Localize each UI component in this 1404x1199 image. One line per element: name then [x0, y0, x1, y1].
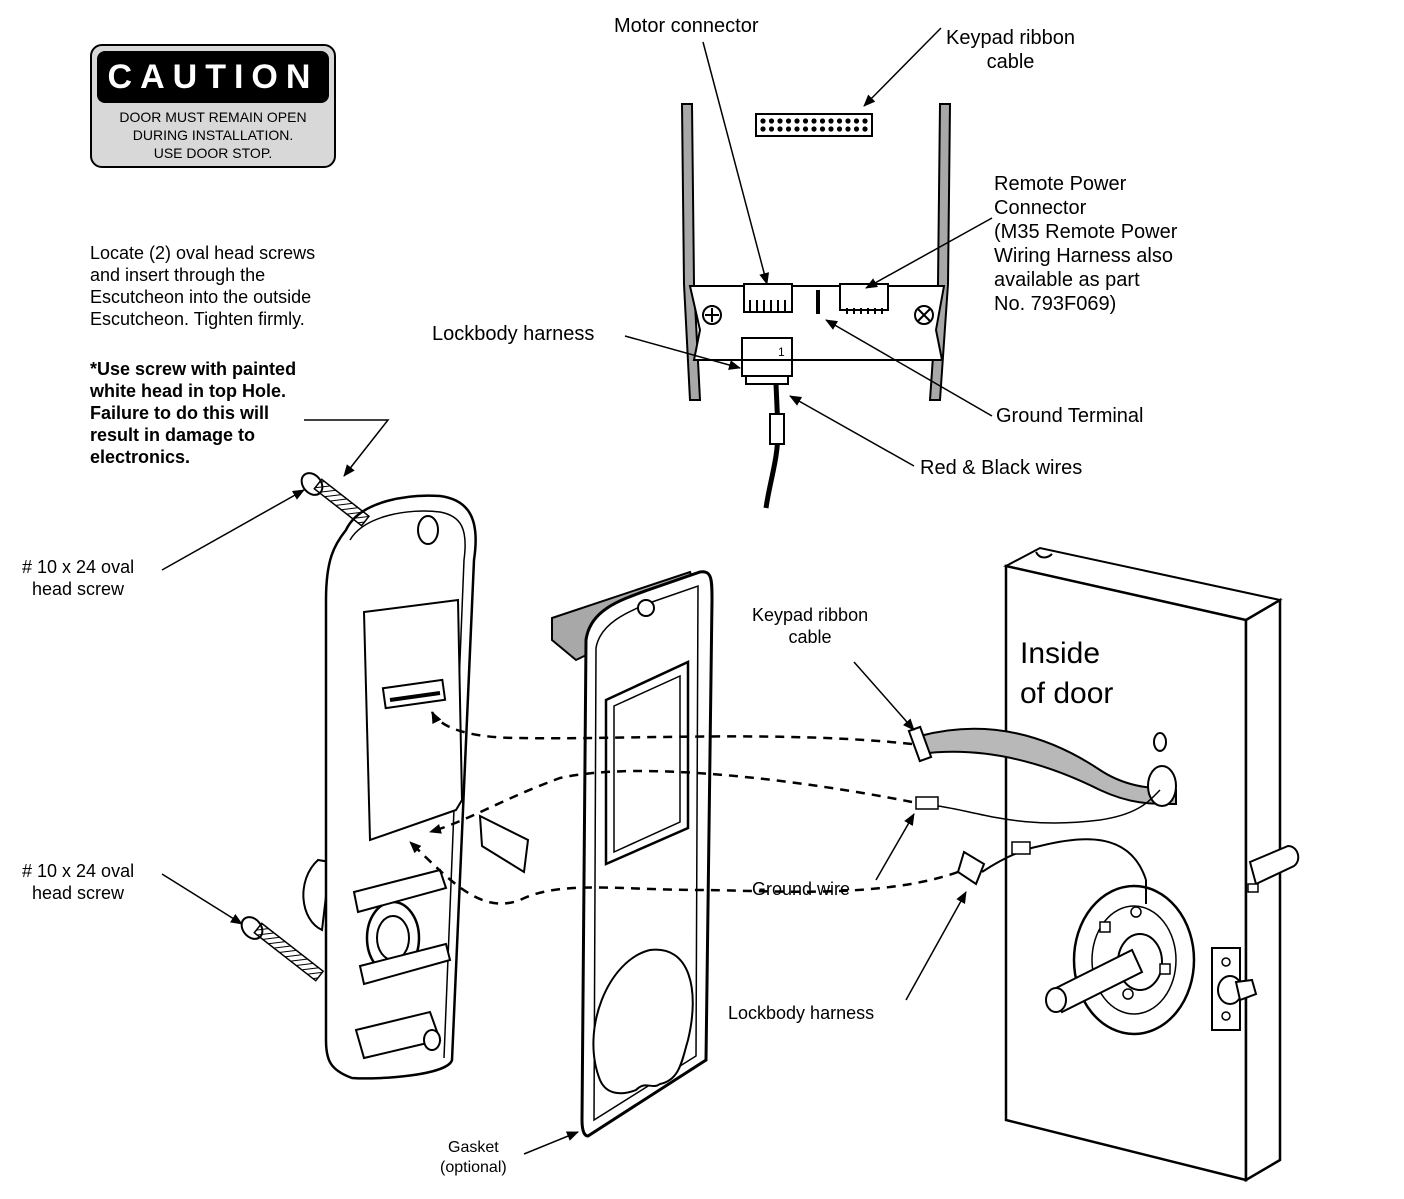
keypad-connector-pins: [760, 118, 868, 132]
keypad-pin: [819, 126, 826, 132]
escutcheon-back-lever: [302, 858, 332, 932]
inside-escutcheon: [302, 494, 530, 1080]
keypad-pin: [811, 126, 817, 132]
keypad-ribbon-cable: [919, 727, 1177, 806]
pin-one-marker: 1: [778, 345, 785, 359]
battery-cover: [362, 598, 464, 842]
label-screw-top: # 10 x 24 oval head screw: [22, 557, 135, 599]
keypad-pin: [853, 126, 860, 132]
chassis-left-bracket: [680, 103, 702, 401]
keypad-pin: [794, 118, 800, 124]
keypad-pin: [802, 118, 809, 124]
red-black-wire-bundle: [763, 383, 781, 509]
keypad-pin: [828, 126, 834, 132]
caution-sign: CAUTION DOOR MUST REMAIN OPEN DURING INS…: [90, 44, 336, 168]
keypad-pin: [836, 118, 843, 124]
label-ground-terminal: Ground Terminal: [996, 405, 1144, 427]
keypad-pin: [853, 118, 860, 124]
label-lockbody-harness-top: Lockbody harness: [432, 323, 595, 345]
escutcheon-tab: [478, 814, 530, 874]
keypad-pin: [768, 126, 775, 132]
remote-power-pins: [846, 308, 883, 314]
label-ground-wire: Ground wire: [752, 879, 851, 899]
keypad-pin: [760, 118, 766, 124]
latch-bolt: [1248, 844, 1300, 886]
keypad-pin: [836, 126, 843, 132]
label-keypad-ribbon-cable-top: Keypad ribbon cable: [946, 27, 1075, 73]
oval-head-screw-top: [300, 472, 371, 527]
gasket-round-opening: [592, 948, 694, 1095]
keypad-pin: [777, 118, 783, 124]
label-keypad-ribbon-cable-bottom: Keypad ribbon cable: [752, 605, 869, 647]
keypad-pin: [845, 126, 851, 132]
oval-head-screw-bottom: [240, 916, 325, 982]
keypad-pin: [819, 118, 826, 124]
bottom-leader-lines: [161, 419, 967, 1155]
door-panel: [907, 546, 1300, 1183]
keypad-pin: [768, 118, 775, 124]
keypad-pin: [828, 118, 834, 124]
keypad-pin: [785, 126, 792, 132]
gasket-window: [604, 660, 690, 866]
chassis-right-bracket: [928, 103, 952, 401]
keypad-pin: [802, 126, 809, 132]
keypad-pin: [785, 118, 792, 124]
keypad-pin: [794, 126, 800, 132]
keypad-pin: [811, 118, 817, 124]
chassis-detail: [680, 103, 952, 509]
keypad-pin: [845, 118, 851, 124]
keypad-pin: [862, 118, 868, 124]
label-red-black-wires: Red & Black wires: [920, 457, 1083, 479]
label-motor-connector: Motor connector: [614, 15, 759, 37]
gasket-panel: [551, 570, 714, 1138]
label-lockbody-harness-bottom: Lockbody harness: [728, 1003, 875, 1023]
label-inside-of-door: Inside of door: [1020, 637, 1114, 710]
caution-body: DOOR MUST REMAIN OPEN DURING INSTALLATIO…: [119, 109, 307, 161]
label-screw-bottom: # 10 x 24 oval head screw: [22, 861, 135, 903]
top-leader-lines: [624, 27, 993, 467]
ribbon-slot: [381, 678, 447, 710]
ground-terminal: [816, 290, 820, 314]
warning-text: *Use screw with painted white head in to…: [90, 359, 297, 467]
motor-connector-pins: [749, 300, 786, 312]
lockbody-harness-plug: [741, 337, 793, 377]
caution-title: CAUTION: [97, 51, 329, 103]
remote-power-connector: [839, 283, 889, 311]
label-remote-power-connector: Remote Power Connector (M35 Remote Power…: [994, 173, 1178, 315]
dashed-routing: [409, 711, 959, 905]
keypad-connector-top: [755, 113, 873, 137]
keypad-pin: [760, 126, 766, 132]
label-gasket: Gasket (optional): [440, 1139, 507, 1176]
instructions-text: Locate (2) oval head screws and insert t…: [90, 243, 316, 329]
keypad-pin: [862, 126, 868, 132]
keypad-pin: [777, 126, 783, 132]
